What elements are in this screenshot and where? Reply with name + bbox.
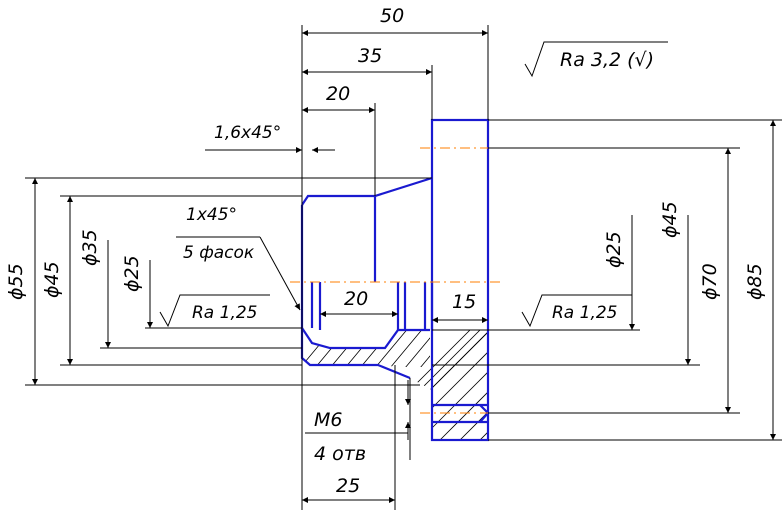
chamfer-count-label: 5 фасок: [183, 243, 255, 263]
chamfer-inner-label: 1x45°: [186, 205, 237, 225]
dim-len-20-bore: 20: [344, 288, 368, 310]
dim-dia-25-left: ϕ25: [121, 255, 143, 292]
dim-dia-35: ϕ35: [79, 229, 101, 266]
chamfer-outer-label: 1,6x45°: [214, 123, 281, 143]
roughness-right-bore: Ra 1,25: [552, 303, 618, 323]
dimension-lines: [32, 30, 776, 503]
dim-len-20-top: 20: [326, 83, 350, 105]
dim-len-50: 50: [380, 5, 404, 27]
dim-dia-45-left: ϕ45: [41, 261, 63, 298]
thread-size-label: M6: [314, 409, 342, 431]
extension-lines: [25, 25, 782, 510]
dim-len-15: 15: [452, 291, 476, 313]
roughness-left-bore: Ra 1,25: [192, 303, 258, 323]
dim-dia-85: ϕ85: [744, 263, 766, 300]
thread-holes-label: 4 отв: [314, 443, 366, 465]
roughness-general: Ra 3,2 (√): [560, 49, 654, 71]
dim-dia-45-right: ϕ45: [659, 201, 681, 238]
dim-dia-25-right: ϕ25: [603, 231, 625, 268]
dim-len-35: 35: [358, 45, 382, 67]
dim-len-25: 25: [336, 475, 360, 497]
dim-dia-70: ϕ70: [699, 263, 721, 300]
center-axes: [290, 147, 500, 414]
roughness-symbols: [159, 41, 668, 328]
dim-dia-55: ϕ55: [5, 263, 27, 300]
